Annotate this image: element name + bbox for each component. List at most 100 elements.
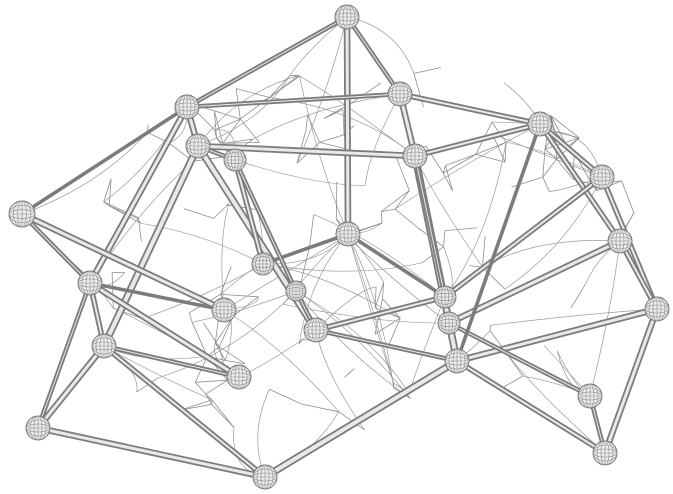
- mesh-cell-edge: [444, 231, 445, 247]
- mesh-cell-edge: [297, 131, 306, 163]
- strut-tube-highlight: [445, 177, 602, 297]
- mesh-cell-edge: [482, 236, 485, 267]
- mesh-thread: [258, 389, 270, 477]
- mesh-cell-edge: [571, 285, 585, 308]
- strut-tube-highlight: [457, 361, 605, 453]
- strut-tube-highlight: [415, 156, 445, 297]
- mesh-cell-edge: [622, 181, 634, 213]
- mesh-thread: [142, 264, 263, 319]
- mesh-cell-edge: [308, 115, 320, 142]
- joint-node-sphere: [9, 201, 35, 227]
- joint-node-sphere: [252, 253, 274, 275]
- mesh-thread: [222, 204, 229, 310]
- strut-tube-highlight: [187, 17, 347, 107]
- strut-tube: [457, 124, 540, 361]
- mesh-cell-edge: [240, 119, 259, 142]
- mesh-cell-edge: [414, 73, 424, 107]
- joint-node-sphere: [528, 112, 552, 136]
- strut-layer: [22, 17, 657, 477]
- mesh-cell-edge: [320, 142, 348, 149]
- joint-node-sphere: [224, 149, 246, 171]
- mesh-cell-edge: [310, 215, 314, 247]
- joint-node-sphere: [608, 229, 632, 253]
- joint-node-sphere: [388, 82, 412, 106]
- joint-node-sphere: [175, 95, 199, 119]
- mesh-cell-edge: [189, 313, 192, 323]
- joint-node-sphere: [26, 416, 50, 440]
- strut-tube: [22, 107, 187, 214]
- mesh-cell-edge: [414, 68, 441, 74]
- mesh-cell-edge: [269, 76, 298, 98]
- mesh-cell-edge: [212, 404, 234, 427]
- mesh-cell-edge: [236, 89, 269, 98]
- strut-tube-highlight: [22, 214, 90, 283]
- mesh-cell-edge: [543, 177, 550, 192]
- mesh-thread: [365, 94, 400, 186]
- mesh-cell-edge: [543, 149, 545, 177]
- mesh-cell-edge: [206, 380, 228, 394]
- mesh-cell-edge: [476, 142, 506, 154]
- joint-node-sphere: [593, 441, 617, 465]
- strut-tube-highlight: [605, 309, 657, 453]
- strut-tube-highlight: [347, 17, 400, 94]
- mesh-cell-edge: [112, 272, 113, 308]
- joint-node-sphere: [645, 297, 669, 321]
- mesh-cell-edge: [343, 109, 344, 134]
- joint-node-sphere: [212, 298, 236, 322]
- joint-node-sphere: [335, 5, 359, 29]
- mesh-cell-edge: [269, 389, 301, 404]
- mesh-cell-edge: [543, 159, 557, 177]
- joint-node-sphere: [336, 222, 360, 246]
- strut-tube-highlight: [38, 346, 104, 428]
- mesh-cell-edge: [320, 135, 345, 143]
- strut-tube-highlight: [457, 309, 657, 361]
- mesh-cell-edge: [195, 380, 227, 382]
- mesh-cell-edge: [445, 228, 477, 231]
- mesh-cell-edge: [345, 368, 355, 377]
- mesh-cell-edge: [445, 154, 475, 165]
- joint-node-sphere: [438, 312, 460, 334]
- joint-node-sphere: [590, 165, 614, 189]
- joint-node-sphere: [253, 465, 277, 489]
- strut-tube-highlight: [265, 361, 457, 477]
- strut-tube-highlight: [187, 94, 400, 107]
- mesh-cell-edge: [195, 382, 206, 394]
- joint-node-sphere: [403, 144, 427, 168]
- mesh-cell-edge: [269, 76, 289, 98]
- mesh-cell-edge: [381, 212, 382, 223]
- mesh-cell-edge: [512, 177, 543, 187]
- mesh-cell-edge: [445, 166, 452, 191]
- mesh-thread: [348, 234, 394, 383]
- joint-node-sphere: [92, 334, 116, 358]
- mesh-cell-edge: [204, 323, 220, 347]
- joint-node-sphere: [186, 134, 210, 158]
- strut-tube-highlight: [400, 94, 540, 124]
- joint-node-sphere: [304, 318, 328, 342]
- mesh-web-layer: [22, 17, 657, 477]
- mesh-cell-edge: [502, 376, 523, 388]
- mesh-thread: [198, 76, 290, 146]
- mesh-cell-edge: [505, 142, 506, 162]
- mesh-cell-edge: [233, 297, 258, 316]
- mesh-cell-edge: [214, 111, 240, 119]
- joint-node-sphere: [434, 286, 456, 308]
- joint-node-sphere: [286, 281, 306, 301]
- joint-node-sphere: [445, 349, 469, 373]
- mesh-cell-edge: [476, 154, 505, 162]
- strut-tube-highlight: [38, 283, 90, 428]
- mesh-cell-edge: [184, 209, 214, 219]
- mesh-thread: [316, 330, 365, 430]
- mesh-cell-edge: [221, 294, 259, 296]
- joint-node-sphere: [78, 271, 102, 295]
- mesh-cell-edge: [443, 154, 476, 173]
- joint-node-sphere: [227, 365, 251, 389]
- mesh-cell-edge: [395, 209, 418, 228]
- mesh-cell-edge: [336, 182, 337, 219]
- mesh-cell-edge: [212, 400, 234, 428]
- mesh-cell-edge: [306, 115, 308, 131]
- mesh-thread: [492, 133, 602, 177]
- mesh-cell-edge: [138, 218, 141, 242]
- strut-tube-highlight: [347, 17, 348, 234]
- joint-node-sphere: [578, 384, 602, 408]
